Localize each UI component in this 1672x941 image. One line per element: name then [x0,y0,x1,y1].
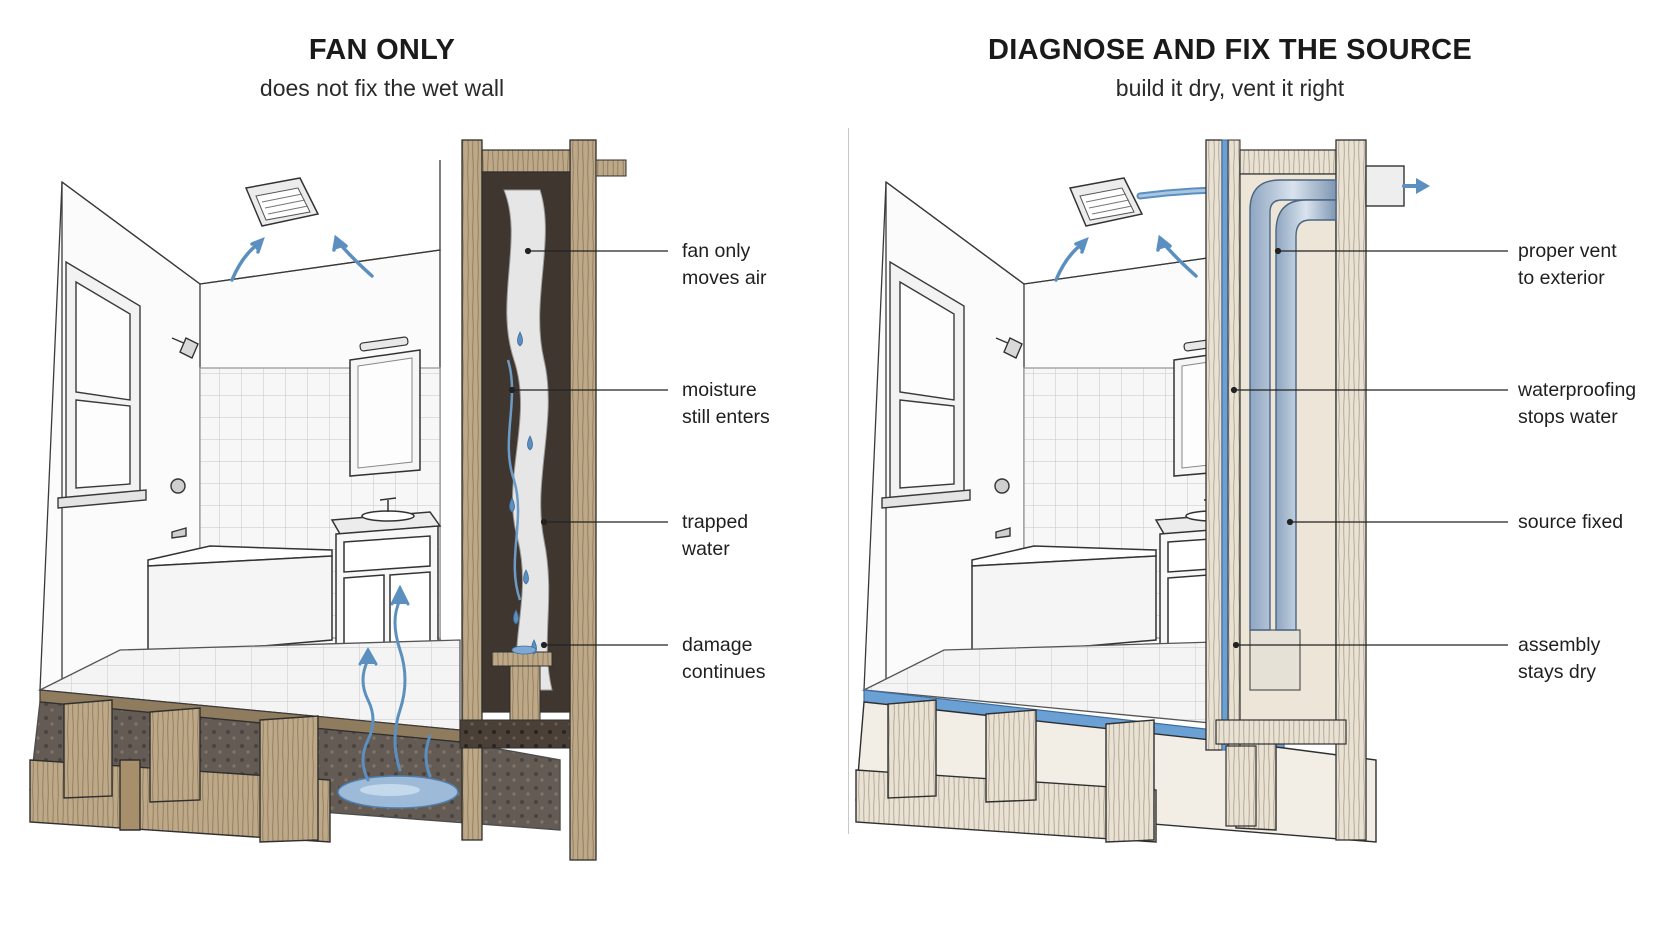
callout-fan-only: fan only moves air [682,238,767,292]
callout-line: continues [682,661,766,683]
window [881,260,971,509]
callout-line: moves air [682,267,767,289]
left-panel-title: FAN ONLY [308,34,456,66]
callout-leaders [508,247,668,649]
callout-line: damage [682,634,753,656]
airflow-arrows-icon [230,234,374,282]
callout-line: proper vent [1518,240,1617,262]
fixed-source-illustration [855,139,1508,843]
shower-head-icon [171,337,199,359]
vanity-cabinet [330,497,442,657]
callout-line: stops water [1518,406,1618,428]
shower-head-icon [995,337,1023,359]
window [57,260,147,509]
left-panel-subtitle: does not fix the wet wall [259,75,505,101]
bathroom-floor [37,639,461,743]
tub-faucet-icon [170,478,187,539]
rising-moisture-arrows [358,584,432,782]
right-panel-title: DIAGNOSE AND FIX THE SOURCE [988,34,1472,66]
callout-line: moisture [682,379,757,401]
mirror [349,349,421,477]
callout-line: to exterior [1518,267,1605,289]
water-puddle [337,775,459,809]
right-panel-subtitle: build it dry, vent it right [1115,75,1345,101]
callout-assembly-dry: assembly stays dry [1518,632,1600,686]
exhaust-fan-icon [1068,177,1144,227]
callout-line: assembly [1518,634,1601,656]
callout-leaders [1230,247,1508,649]
callout-line: source fixed [1518,511,1624,533]
panel-divider [848,128,849,834]
callout-trapped-water: trapped water [682,509,748,563]
bathtub [971,545,1157,657]
callout-line: still enters [682,406,770,428]
callout-moisture-enters: moisture still enters [682,377,770,431]
callout-waterproofing: waterproofing stops water [1518,377,1636,431]
callout-line: stays dry [1518,661,1597,683]
callout-line: waterproofing [1518,379,1637,401]
exhaust-fan-icon [244,177,320,227]
airflow-arrows-icon [1054,234,1198,282]
callout-source-fixed: source fixed [1518,509,1623,536]
callout-line: fan only [682,240,751,262]
callout-line: water [682,538,730,560]
exhaust-out-arrow-icon [1416,178,1430,194]
vanity-light [359,336,409,352]
tub-faucet-icon [994,478,1011,539]
water-drops-icon [506,331,537,655]
callout-line: trapped [682,511,749,533]
callout-damage-continues: damage continues [682,632,765,686]
exterior-vent-cap [1365,165,1430,207]
waterproofing-membrane [1221,139,1229,751]
callout-proper-vent: proper vent to exterior [1518,238,1617,292]
fan-only-illustration [29,139,668,861]
bathtub [147,545,333,657]
